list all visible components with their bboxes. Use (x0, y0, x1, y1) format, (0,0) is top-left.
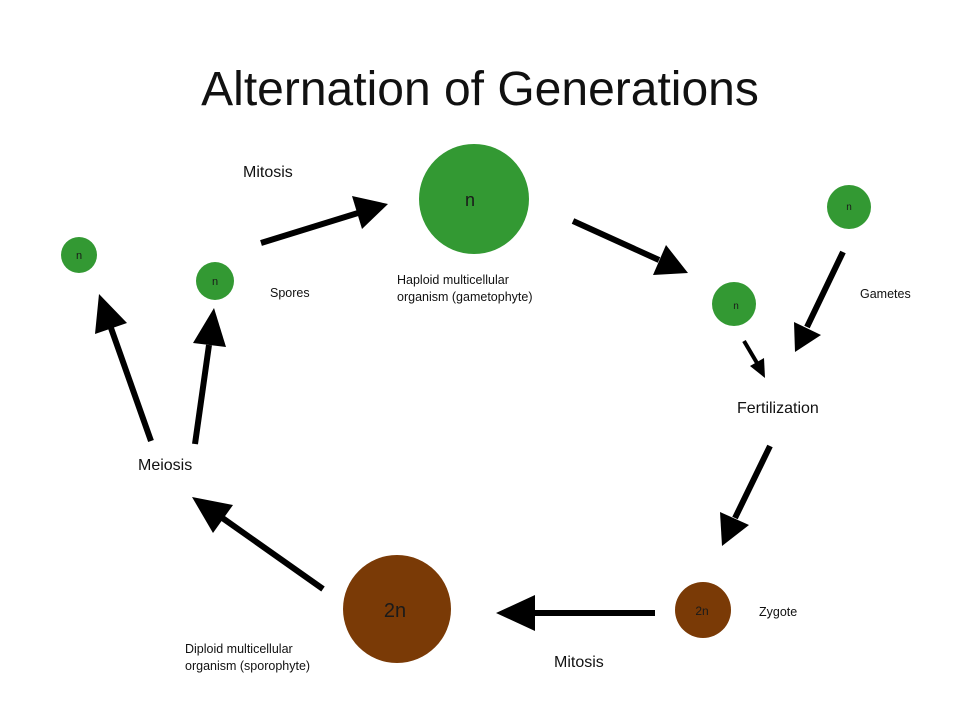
label-sporophyte: Diploid multicellular organism (sporophy… (185, 641, 310, 675)
svg-text:n: n (212, 276, 218, 288)
svg-text:n: n (465, 190, 475, 210)
arrow-meiosis-to-spore-left (95, 294, 154, 443)
arrow-sporophyte-to-meiosis (192, 497, 325, 592)
label-gametophyte-line2: organism (gametophyte) (397, 290, 533, 304)
arrow-zygote-to-sporophyte (496, 595, 655, 631)
label-gametophyte-line1: Haploid multicellular (397, 273, 509, 287)
label-sporophyte-line1: Diploid multicellular (185, 642, 293, 656)
svg-text:n: n (76, 250, 82, 262)
svg-text:2n: 2n (695, 604, 708, 618)
arrow-fertilization-to-zygote (720, 444, 773, 546)
node-sporophyte: 2n (343, 555, 451, 663)
arrow-meiosis-to-spore-right (192, 308, 226, 445)
svg-text:2n: 2n (384, 600, 406, 622)
svg-text:n: n (733, 301, 739, 312)
label-sporophyte-line2: organism (sporophyte) (185, 659, 311, 673)
label-gametes: Gametes (860, 287, 911, 301)
svg-text:n: n (846, 202, 852, 213)
arrow-mitosis-to-gametophyte (260, 196, 388, 246)
node-gametophyte: n (419, 144, 529, 254)
label-zygote: Zygote (759, 605, 798, 619)
node-gamete-center: n (712, 282, 756, 326)
arrow-gamete-center-to-fertilization (742, 339, 765, 378)
node-spore-right: n (196, 262, 234, 300)
label-mitosis-top: Mitosis (243, 164, 293, 181)
label-mitosis-bottom: Mitosis (554, 654, 604, 671)
node-gamete-right: n (827, 185, 871, 229)
arrow-gamete-right-to-fertilization (794, 250, 846, 352)
page-title: Alternation of Generations (201, 63, 759, 116)
label-fertilization: Fertilization (737, 400, 819, 417)
label-gametophyte: Haploid multicellular organism (gametoph… (397, 272, 532, 306)
arrow-gametophyte-to-gametes (571, 218, 688, 275)
node-zygote: 2n (675, 582, 731, 638)
label-meiosis: Meiosis (138, 457, 193, 474)
label-spores: Spores (270, 286, 310, 300)
node-spore-left: n (61, 237, 97, 273)
